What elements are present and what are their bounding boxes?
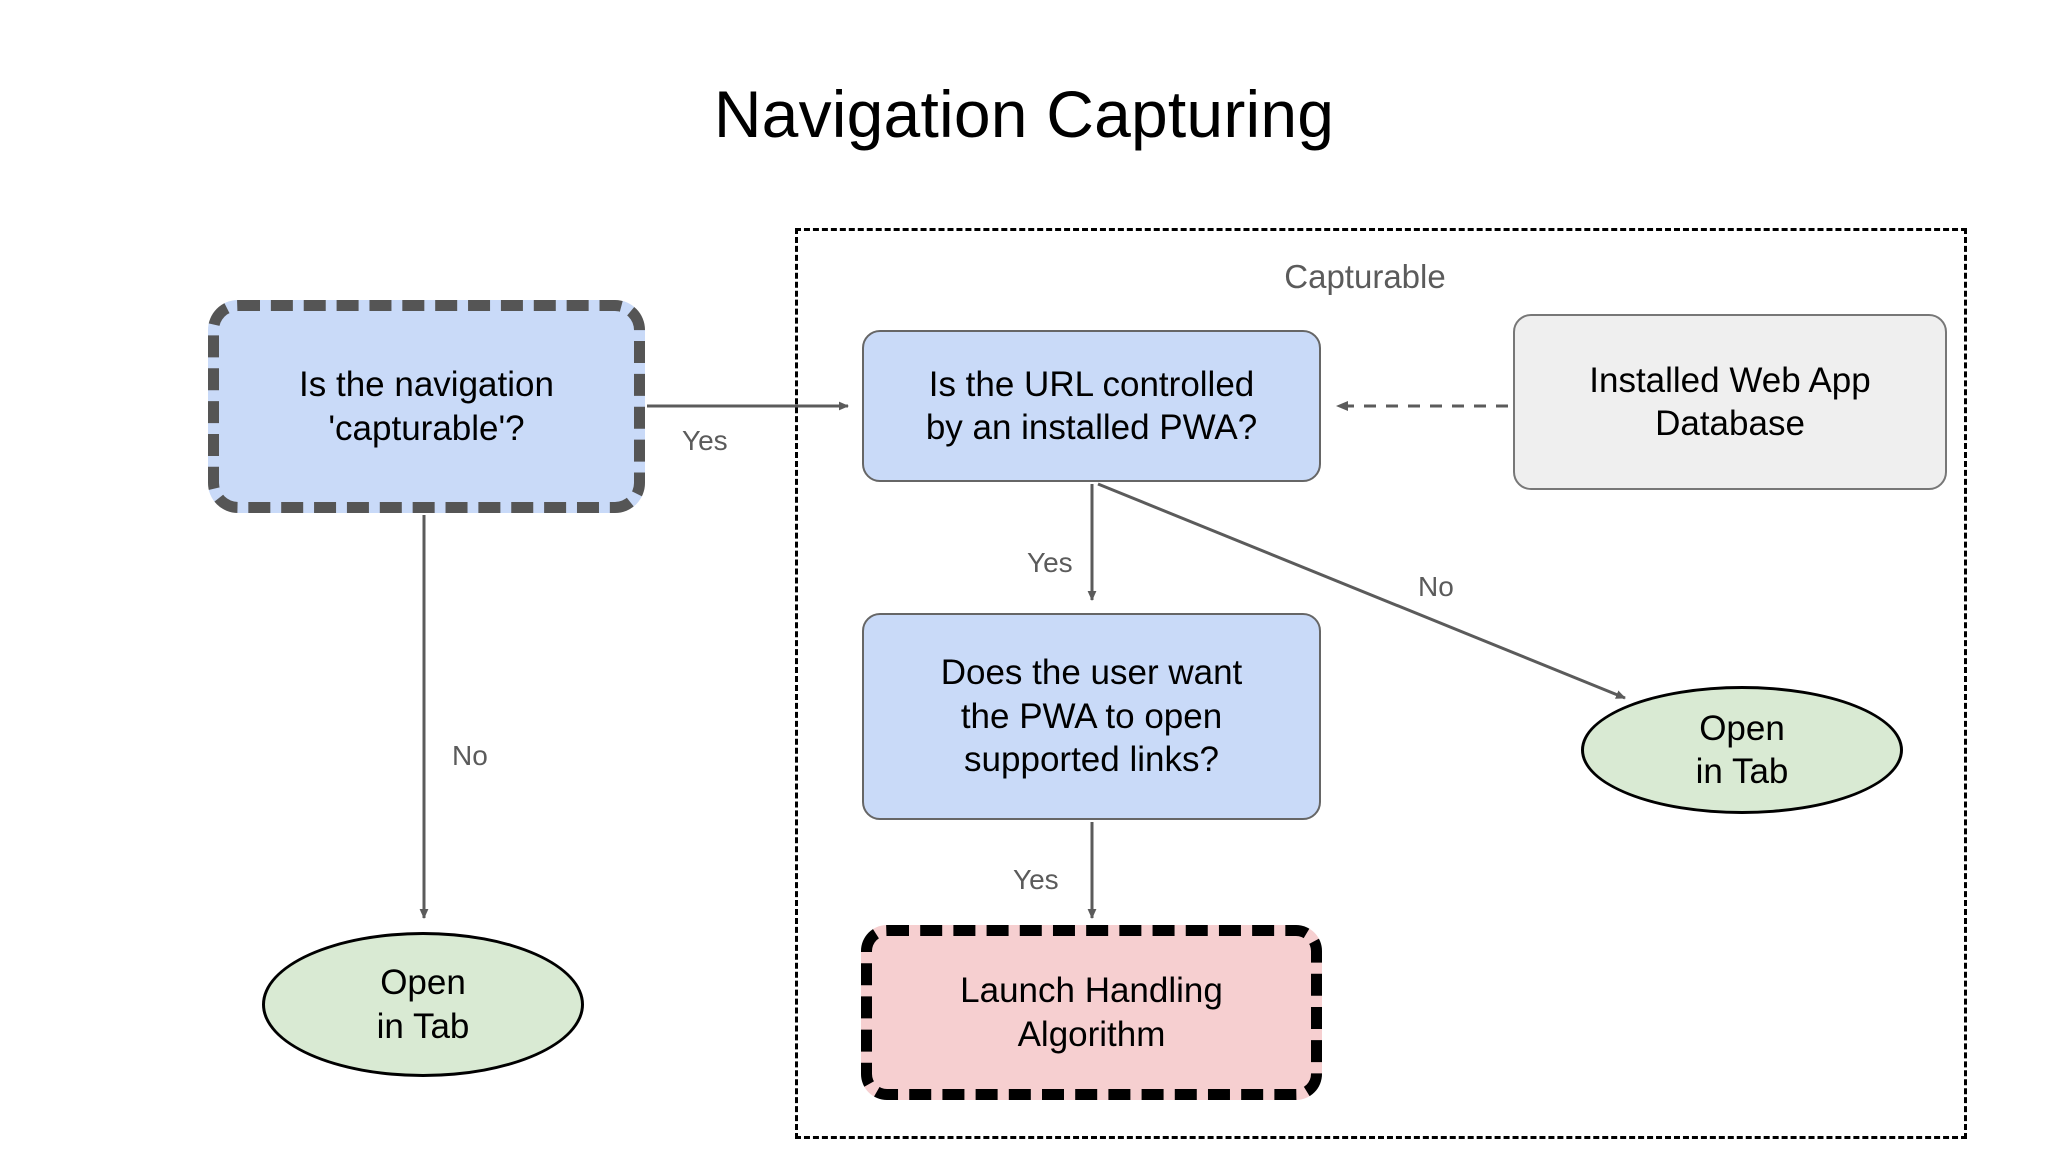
- edge-label-yes-capturable: Yes: [682, 425, 728, 456]
- edge-label-yes-url-controlled: Yes: [1027, 547, 1073, 578]
- node-is-navigation-capturable[interactable]: Is the navigation'capturable'?: [208, 300, 645, 513]
- edge-label-yes-user-want: Yes: [1013, 864, 1059, 895]
- page-title: Navigation Capturing: [713, 77, 1335, 151]
- edge-label-no-url-controlled: No: [1418, 571, 1454, 602]
- edge-label-no-capturable: No: [452, 740, 488, 771]
- capturable-group-container: [795, 228, 1967, 1139]
- capturable-group-label: Capturable: [1284, 258, 1446, 295]
- node-label: Is the navigation'capturable'?: [299, 365, 554, 448]
